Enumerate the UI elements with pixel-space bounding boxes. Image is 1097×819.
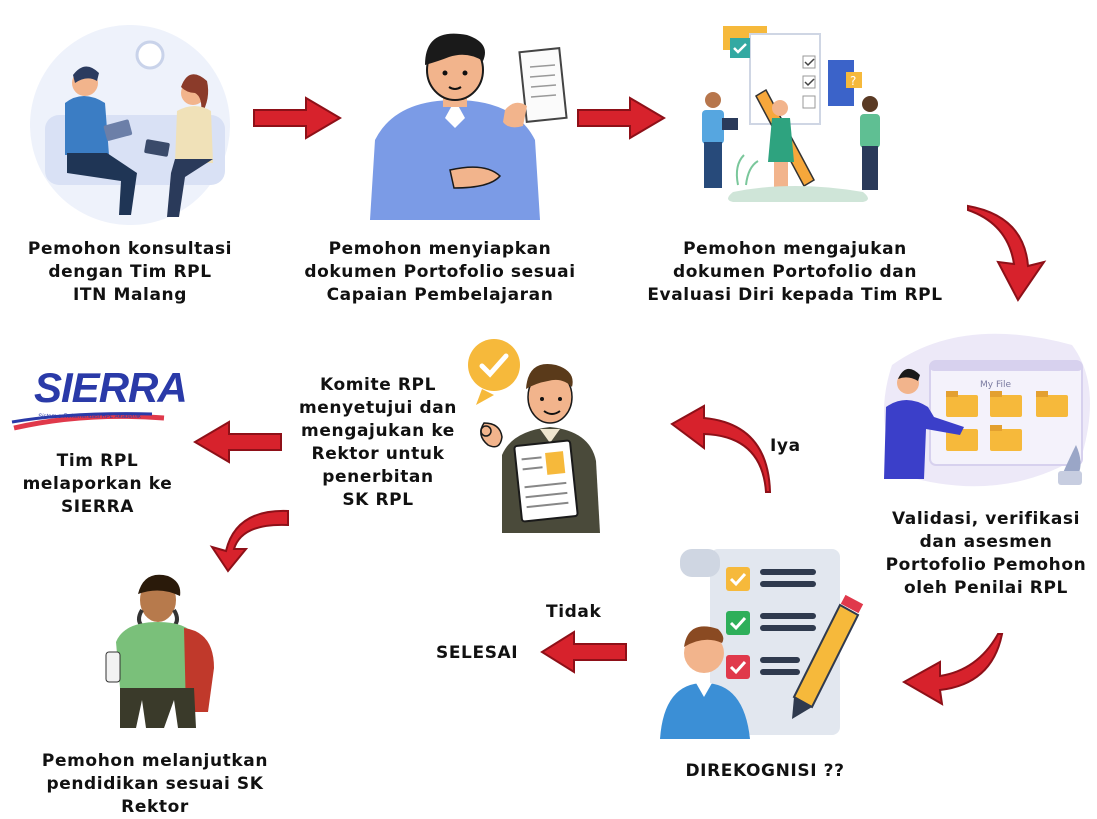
caption-line: Pemohon mengajukan xyxy=(683,239,907,259)
caption-line: pendidikan sesuai SK xyxy=(46,774,264,794)
step-recognized-caption: DIREKOGNISI ?? xyxy=(660,760,870,783)
step-submit-caption: Pemohon mengajukan dokumen Portofolio da… xyxy=(630,238,960,307)
caption-line: dengan Tim RPL xyxy=(48,262,212,282)
caption-line: dokumen Portofolio sesuai xyxy=(304,262,576,282)
screen-title: My File xyxy=(980,380,1011,390)
arrow-right-1 xyxy=(253,96,342,140)
caption-line: Evaluasi Diri kepada Tim RPL xyxy=(647,285,943,305)
caption-line: Pemohon menyiapkan xyxy=(328,239,552,259)
caption-line: SK RPL xyxy=(342,490,414,510)
step-prepare-caption: Pemohon menyiapkan dokumen Portofolio se… xyxy=(290,238,590,307)
step-report-caption: Tim RPL melaporkan ke SIERRA xyxy=(10,450,185,519)
caption-line: Portofolio Pemohon xyxy=(885,555,1087,575)
submit-checklist-illustration: ? xyxy=(702,26,880,202)
step-validate-caption: Validasi, verifikasi dan asesmen Portofo… xyxy=(876,508,1096,600)
prepare-document-illustration xyxy=(370,33,568,220)
caption-line: Komite RPL xyxy=(319,375,437,395)
arrow-curve-to-check xyxy=(901,633,1004,706)
arrow-left-selesai xyxy=(540,630,627,674)
arrow-yes-curve xyxy=(670,404,772,493)
caption-line: dan asesmen xyxy=(919,532,1053,552)
caption-line: melaporkan ke xyxy=(22,474,173,494)
step-consult-caption: Pemohon konsultasi dengan Tim RPL ITN Ma… xyxy=(10,238,250,307)
branch-yes-label: Iya xyxy=(770,436,801,456)
caption-line: Rektor xyxy=(121,797,189,817)
consultation-illustration xyxy=(30,25,230,225)
student-illustration xyxy=(105,574,214,728)
caption-line: Capaian Pembelajaran xyxy=(326,285,554,305)
validation-illustration: My File xyxy=(884,333,1090,487)
step-committee-caption: Komite RPL menyetujui dan mengajukan ke … xyxy=(288,374,468,512)
caption-line: penerbitan xyxy=(322,467,434,487)
caption-line: DIREKOGNISI ?? xyxy=(685,761,845,781)
arrow-right-2 xyxy=(577,96,666,140)
caption-line: Rektor untuk xyxy=(311,444,445,464)
committee-approval-illustration xyxy=(468,339,600,533)
caption-line: mengajukan ke xyxy=(301,421,455,441)
sierra-logo-text: SIERRA xyxy=(34,364,188,411)
caption-line: ITN Malang xyxy=(72,285,188,305)
caption-line: Validasi, verifikasi xyxy=(891,509,1081,529)
arrow-curve-down xyxy=(967,204,1047,302)
recognition-checklist-illustration xyxy=(660,549,864,739)
caption-line: Pemohon melanjutkan xyxy=(41,751,269,771)
caption-line: Tim RPL xyxy=(56,451,139,471)
sierra-logo-tagline: Sistem e-Rekomendasi RPL Akademik xyxy=(38,414,142,420)
caption-line: SIERRA xyxy=(60,497,135,517)
sierra-logo: SIERRA Sistem e-Rekomendasi RPL Akademik xyxy=(10,362,188,434)
caption-line: oleh Penilai RPL xyxy=(903,578,1068,598)
caption-line: dokumen Portofolio dan xyxy=(672,262,918,282)
sierra-logo-swoosh xyxy=(11,412,165,431)
end-label: SELESAI xyxy=(436,643,519,663)
step-continue-caption: Pemohon melanjutkan pendidikan sesuai SK… xyxy=(10,750,300,819)
arrow-curve-to-student xyxy=(209,509,289,573)
arrow-left-sierra xyxy=(193,420,282,464)
caption-line: menyetujui dan xyxy=(298,398,457,418)
branch-no-label: Tidak xyxy=(546,602,602,622)
caption-line: Pemohon konsultasi xyxy=(27,239,233,259)
svg-text:?: ? xyxy=(850,74,856,88)
